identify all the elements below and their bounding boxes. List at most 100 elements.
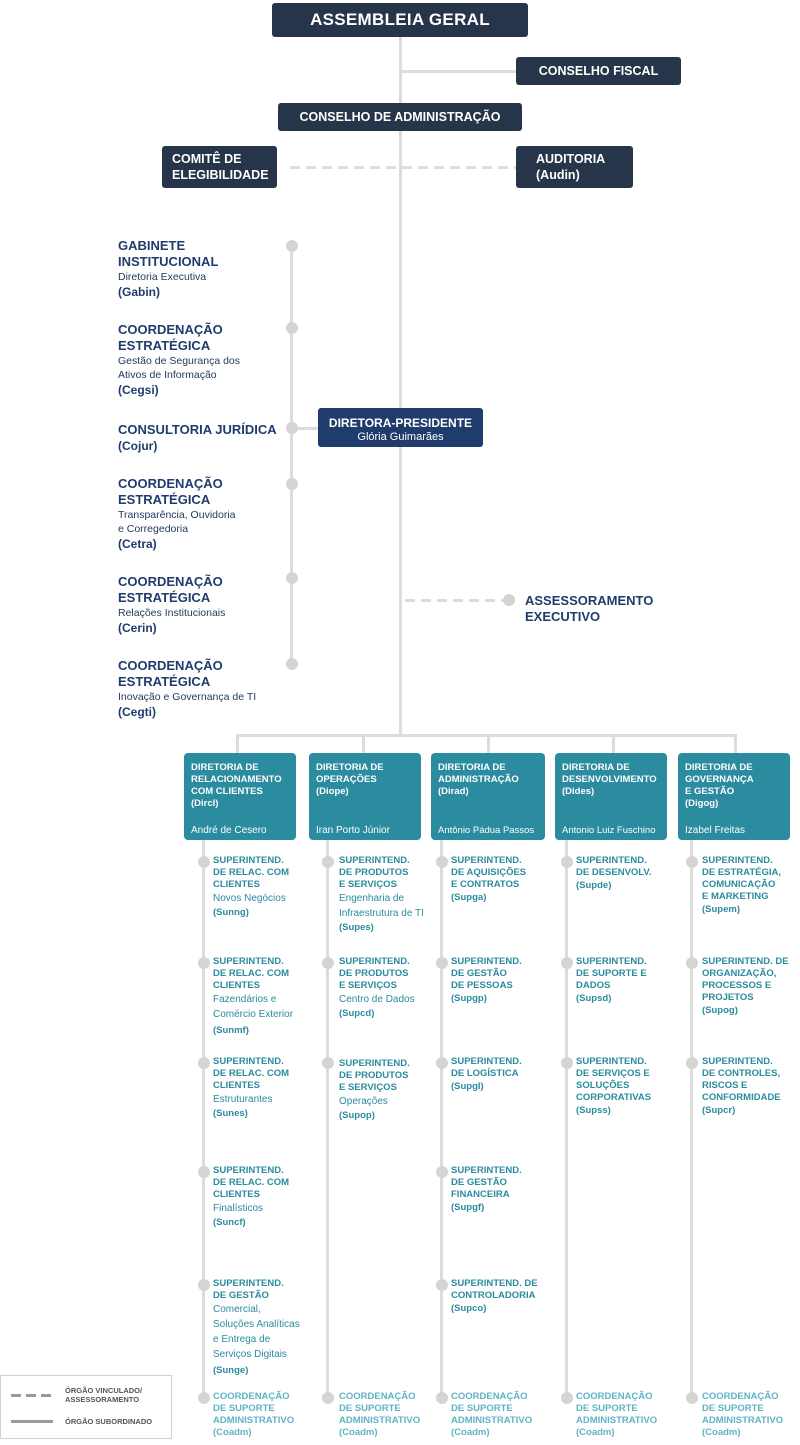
- drop-line: [362, 734, 365, 754]
- legend-solid-label: ÓRGÃO SUBORDINADO: [65, 1417, 153, 1426]
- unit-cerin: COORDENAÇÃO ESTRATÉGICA Relações Institu…: [118, 574, 293, 636]
- unit-dot: [286, 572, 298, 584]
- super-title: E SERVIÇOS: [339, 980, 397, 991]
- directorate-digog: DIRETORIA DE GOVERNANÇA E GESTÃO (Digog)…: [678, 753, 790, 840]
- legend-box: ÓRGÃO VINCULADO/ ASSESSORAMENTO ÓRGÃO SU…: [0, 1375, 172, 1439]
- super-code: (Supgf): [451, 1202, 485, 1213]
- coadm-dot: [436, 1392, 448, 1404]
- super-title: SUPERINTEND.: [451, 855, 522, 866]
- president-connector: [290, 427, 318, 430]
- unit-code: (Cetra): [118, 537, 157, 551]
- super-title: DE RELAC. COM: [213, 968, 289, 979]
- super-dot: [686, 1057, 698, 1069]
- unit-heading: INSTITUCIONAL: [118, 254, 219, 269]
- directorate-code: (Dircl): [191, 798, 219, 809]
- unit-heading: GABINETE: [118, 238, 186, 253]
- super-title: SUPERINTEND.: [451, 1165, 522, 1176]
- super-title: SUPERINTEND.: [339, 956, 410, 967]
- assessoramento-executivo: ASSESSORAMENTO EXECUTIVO: [525, 593, 653, 625]
- super-title: SUPERINTEND.: [576, 855, 647, 866]
- super-code: (Supog): [702, 1005, 738, 1016]
- super-dot: [561, 957, 573, 969]
- directorate-code: (Dirad): [438, 786, 469, 797]
- drop-line: [236, 734, 239, 754]
- super-title: DE RELAC. COM: [213, 1068, 289, 1079]
- super-title: DE SERVIÇOS E: [576, 1068, 650, 1079]
- unit-heading: ESTRATÉGICA: [118, 338, 211, 353]
- super-supco: SUPERINTEND. DE CONTROLADORIA (Supco): [451, 1278, 561, 1316]
- drop-line: [734, 734, 737, 754]
- super-subtitle: Centro de Dados: [339, 994, 415, 1005]
- coadm-dot: [322, 1392, 334, 1404]
- super-title: CORPORATIVAS: [576, 1092, 652, 1103]
- super-subtitle: Finalísticos: [213, 1203, 264, 1214]
- coadm-dides: COORDENAÇÃO DE SUPORTE ADMINISTRATIVO (C…: [576, 1391, 686, 1439]
- assembleia-geral-box: ASSEMBLEIA GERAL: [272, 3, 528, 37]
- super-title: E CONTRATOS: [451, 879, 520, 890]
- directorate-person: Antônio Pádua Passos: [438, 825, 535, 836]
- unit-dot: [286, 422, 298, 434]
- president-title: DIRETORA-PRESIDENTE: [328, 416, 473, 430]
- super-code: (Suncf): [213, 1217, 246, 1228]
- super-code: (Supga): [451, 892, 487, 903]
- super-dot: [561, 1057, 573, 1069]
- unit-code: (Cegsi): [118, 383, 159, 397]
- super-code: (Sunes): [213, 1108, 248, 1119]
- coadm-dot: [561, 1392, 573, 1404]
- super-supgl: SUPERINTEND. DE LOGÍSTICA (Supgl): [451, 1056, 561, 1094]
- super-supgf: SUPERINTEND. DE GESTÃO FINANCEIRA (Supgf…: [451, 1165, 561, 1215]
- unit-subtitle: e Corregedoria: [118, 523, 189, 535]
- col-line: [202, 840, 205, 1400]
- super-subtitle: Engenharia de: [339, 893, 405, 904]
- unit-heading: COORDENAÇÃO: [118, 658, 223, 673]
- unit-subtitle: Gestão de Segurança dos: [118, 355, 241, 367]
- directorate-title: E GESTÃO: [685, 786, 735, 797]
- super-code: (Supcd): [339, 1008, 375, 1019]
- unit-subtitle: Inovação e Governança de TI: [118, 691, 257, 703]
- super-title: CLIENTES: [213, 980, 260, 991]
- super-title: SUPERINTEND.: [702, 855, 773, 866]
- super-title: CLIENTES: [213, 1080, 260, 1091]
- super-subtitle: Infraestrutura de TI: [339, 908, 424, 919]
- unit-code: (Cerin): [118, 621, 157, 635]
- super-title: DE GESTÃO: [451, 1177, 507, 1188]
- super-title: DE ESTRATÉGIA,: [702, 867, 781, 878]
- unit-cetra: COORDENAÇÃO ESTRATÉGICA Transparência, O…: [118, 476, 293, 552]
- directorate-person: Izabel Freitas: [685, 825, 746, 836]
- drop-line: [487, 734, 490, 754]
- directorate-code: (Digog): [685, 798, 719, 809]
- comite-line1: COMITÊ DE: [172, 152, 242, 166]
- coadm-title: DE SUPORTE: [702, 1403, 764, 1414]
- super-code: (Supes): [339, 922, 374, 933]
- unit-dot: [286, 322, 298, 334]
- coadm-title: COORDENAÇÃO: [702, 1391, 779, 1402]
- super-supga: SUPERINTEND. DE AQUISIÇÕES E CONTRATOS (…: [451, 855, 561, 905]
- super-title: DE PESSOAS: [451, 980, 513, 991]
- super-title: DE DESENVOLV.: [576, 867, 652, 878]
- super-code: (Supop): [339, 1110, 375, 1121]
- super-subtitle: e Entrega de: [213, 1334, 271, 1345]
- unit-subtitle: Transparência, Ouvidoria: [118, 509, 236, 521]
- super-dot: [436, 957, 448, 969]
- unit-dot: [286, 658, 298, 670]
- super-title: PROCESSOS E: [702, 980, 772, 991]
- coadm-title: DE SUPORTE: [339, 1403, 401, 1414]
- super-title: SOLUÇÕES: [576, 1080, 630, 1091]
- unit-code: (Cegti): [118, 705, 156, 719]
- super-suncf: SUPERINTEND. DE RELAC. COM CLIENTES Fina…: [213, 1165, 323, 1230]
- super-supss: SUPERINTEND. DE SERVIÇOS E SOLUÇÕES CORP…: [576, 1056, 686, 1118]
- coadm-dirad: COORDENAÇÃO DE SUPORTE ADMINISTRATIVO (C…: [451, 1391, 561, 1439]
- super-title: CONTROLADORIA: [451, 1290, 536, 1301]
- directorate-title: DIRETORIA DE: [316, 762, 384, 773]
- drop-line: [612, 734, 615, 754]
- diretora-presidente-box: DIRETORA-PRESIDENTE Glória Guimarães: [318, 408, 483, 447]
- super-subtitle: Novos Negócios: [213, 893, 286, 904]
- super-title: ORGANIZAÇÃO,: [702, 968, 777, 979]
- super-dot: [198, 957, 210, 969]
- legend-dashed-label: ÓRGÃO VINCULADO/ ASSESSORAMENTO: [65, 1386, 142, 1404]
- super-subtitle: Serviços Digitais: [213, 1349, 287, 1360]
- super-code: (Supcr): [702, 1105, 736, 1116]
- super-sunes: SUPERINTEND. DE RELAC. COM CLIENTES Estr…: [213, 1056, 323, 1121]
- unit-heading: ESTRATÉGICA: [118, 492, 211, 507]
- super-title: FINANCEIRA: [451, 1189, 510, 1200]
